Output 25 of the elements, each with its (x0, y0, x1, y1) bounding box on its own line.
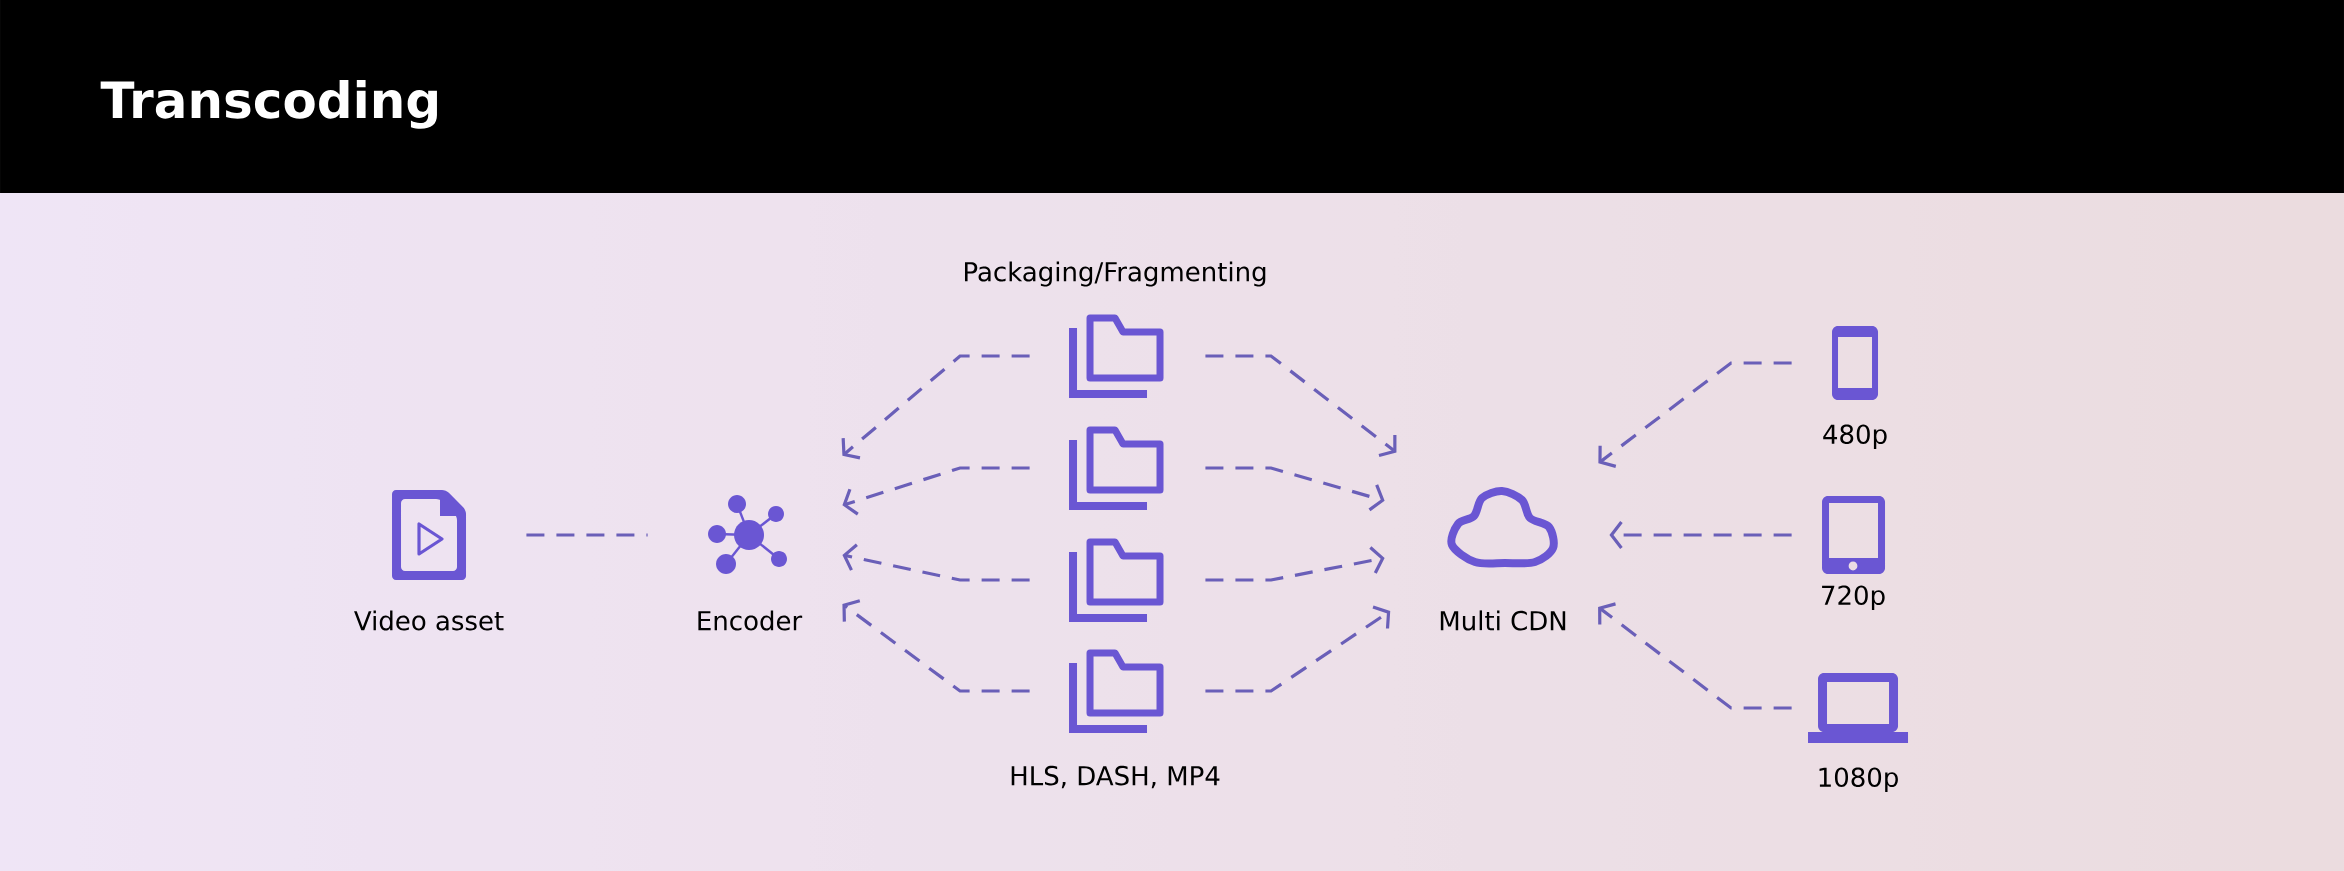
node-label: Video asset (354, 610, 504, 631)
folders-icon (1069, 314, 1164, 398)
dashed-arrow (1205, 546, 1385, 582)
node-label: 1080p (1819, 767, 1898, 793)
dashed-arrow (1205, 605, 1391, 693)
dashed-arrow (1609, 521, 1792, 549)
node-label: Encoder (698, 610, 803, 631)
dashed-arrow (842, 599, 1030, 693)
folders-icon (1069, 649, 1164, 733)
dashed-arrow (842, 543, 1030, 582)
folders-icon (1069, 538, 1164, 622)
dashed-arrow (842, 466, 1030, 516)
dashed-line (526, 533, 648, 537)
dashed-arrow (841, 354, 1030, 460)
dashed-arrow (1598, 602, 1792, 710)
group-label: Packaging/Fragmenting (965, 261, 1266, 287)
dashed-arrow (1205, 354, 1397, 458)
dashed-arrow (1205, 466, 1385, 512)
dashed-arrow (1598, 361, 1792, 468)
diagram-title: Transcoding (100, 80, 437, 129)
group-label: HLS, DASH, MP4 (1011, 765, 1220, 789)
node-label: 480p (1823, 424, 1887, 450)
node-label: 720p (1822, 585, 1885, 611)
folders-icon (1069, 426, 1164, 510)
node-label: Multi CDN (1440, 610, 1566, 631)
